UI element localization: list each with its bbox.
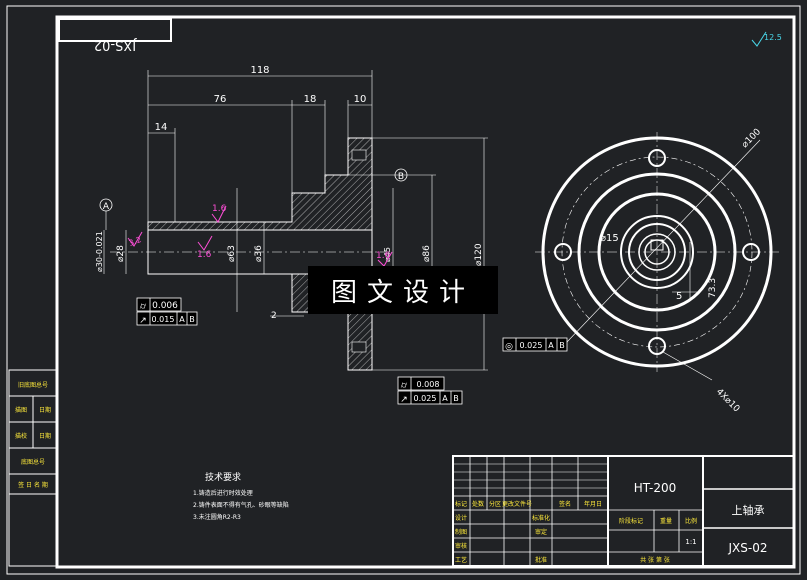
- svg-text:标准化: 标准化: [532, 514, 550, 522]
- svg-text:0.025: 0.025: [520, 341, 543, 350]
- code-box: [58, 18, 172, 42]
- dim-100: ⌀100: [740, 127, 763, 150]
- svg-text:年月日: 年月日: [584, 500, 602, 508]
- svg-text:↗: ↗: [400, 395, 408, 405]
- front-view: [535, 132, 780, 381]
- svg-text:1.6: 1.6: [212, 204, 227, 214]
- upper-section: [147, 137, 373, 231]
- svg-text:3.2: 3.2: [128, 235, 143, 248]
- left-table: [8, 369, 58, 567]
- lt-r4: 底图总号: [21, 458, 45, 466]
- title-drawing-no: JXS-02: [728, 541, 768, 555]
- svg-text:比例: 比例: [685, 517, 697, 525]
- svg-text:重量: 重量: [660, 517, 672, 525]
- svg-text:◎: ◎: [505, 342, 513, 352]
- svg-text:0.015: 0.015: [152, 315, 175, 324]
- dim-5: 5: [676, 291, 682, 302]
- svg-text:标记: 标记: [455, 500, 467, 508]
- roughness-mark-2: 1.6: [197, 235, 213, 260]
- tolerance-frame-4: ⌭ 0.008: [397, 376, 445, 391]
- svg-text:工艺: 工艺: [455, 556, 467, 564]
- dim-28: ⌀28: [116, 245, 126, 262]
- svg-text:1.6: 1.6: [197, 250, 212, 260]
- svg-text:B: B: [189, 315, 195, 324]
- svg-text:批准: 批准: [535, 556, 547, 564]
- tolerance-frame-1: ⌭ 0.006: [136, 297, 182, 312]
- lt-r1: 旧底图总号: [18, 381, 48, 389]
- section-view: [110, 137, 392, 371]
- lt-r2b: 日期: [39, 406, 51, 414]
- svg-text:分区: 分区: [489, 500, 501, 508]
- dim-2: 2: [271, 311, 277, 321]
- dim-86: ⌀86: [422, 245, 432, 262]
- tolerance-frame-3: ◎ 0.025 A B: [502, 337, 568, 352]
- outer-border: [6, 5, 801, 575]
- svg-text:签名: 签名: [559, 500, 571, 508]
- dim-10: 10: [354, 94, 367, 105]
- title-part-name: 上轴承: [732, 503, 765, 517]
- svg-text:0.006: 0.006: [152, 301, 178, 311]
- notes-line-1: 1.铸造后进行时效处理: [193, 489, 253, 497]
- svg-text:制图: 制图: [455, 528, 467, 536]
- dim-120: ⌀120: [474, 243, 484, 266]
- svg-text:⌭: ⌭: [401, 381, 408, 391]
- svg-text:处数: 处数: [472, 500, 484, 508]
- svg-text:0.025: 0.025: [414, 394, 437, 403]
- datum-b: B: [394, 168, 408, 182]
- dim-45: ⌀45: [383, 247, 392, 262]
- svg-text:A: A: [103, 202, 110, 212]
- svg-text:0.008: 0.008: [417, 380, 440, 389]
- surface-finish-value: 12.5: [764, 33, 782, 42]
- tolerance-frame-2: ↗ 0.015 A B: [136, 311, 198, 326]
- dim-14: 14: [155, 122, 168, 133]
- svg-text:设计: 设计: [455, 514, 467, 522]
- svg-text:1.6: 1.6: [376, 251, 391, 261]
- lt-r3b: 日期: [39, 432, 51, 440]
- dim-15: ⌀15: [600, 233, 619, 244]
- dim-holes: 4X⌀10: [714, 387, 742, 415]
- title-block: [452, 455, 795, 567]
- notes-line-2: 2.铸件表面不得有气孔、砂眼等缺陷: [193, 501, 289, 509]
- title-material: HT-200: [634, 481, 677, 495]
- roughness-mark-1: 1.6: [211, 204, 227, 223]
- svg-text:⌭: ⌭: [140, 302, 147, 312]
- svg-text:共 张 第 张: 共 张 第 张: [640, 556, 670, 564]
- dim-18: 18: [304, 94, 317, 105]
- lt-r3a: 描校: [15, 432, 27, 440]
- dim-118: 118: [250, 65, 269, 76]
- inner-frame: [55, 15, 796, 569]
- datum-a: A: [99, 198, 113, 230]
- lt-r5: 签 日 名 期: [18, 481, 48, 489]
- tolerance-frame-5: ↗ 0.025 A B: [397, 390, 463, 405]
- scale-value: 1:1: [685, 538, 696, 546]
- svg-text:B: B: [559, 341, 565, 350]
- surface-finish-symbol: 12.5: [751, 31, 782, 47]
- code-mirrored: JXS-02: [94, 37, 137, 52]
- svg-text:A: A: [179, 315, 185, 324]
- watermark-label: 图文设计: [308, 266, 498, 314]
- dim-36: ⌀36: [254, 245, 264, 262]
- roughness-mark-3: 1.6: [376, 251, 393, 267]
- svg-text:更改文件号: 更改文件号: [502, 500, 532, 508]
- svg-text:审定: 审定: [535, 528, 547, 536]
- svg-text:阶段标记: 阶段标记: [619, 517, 643, 525]
- lt-r2a: 描图: [15, 406, 27, 414]
- code-box-text-group: JXS-02: [94, 37, 137, 52]
- svg-text:A: A: [442, 394, 448, 403]
- dim-30: ⌀30-0.021: [95, 231, 104, 272]
- svg-text:A: A: [548, 341, 554, 350]
- notes-line-3: 3.未注圆角R2-R3: [193, 513, 241, 521]
- svg-text:B: B: [453, 394, 459, 403]
- svg-text:B: B: [398, 172, 404, 182]
- dim-73: 73.3: [708, 278, 718, 298]
- dim-76: 76: [214, 94, 227, 105]
- notes-title: 技术要求: [205, 471, 241, 483]
- dim-63: ⌀63: [227, 245, 237, 262]
- svg-text:审核: 审核: [455, 542, 467, 550]
- svg-text:↗: ↗: [139, 316, 147, 326]
- roughness-mark-4: 3.2: [127, 231, 143, 248]
